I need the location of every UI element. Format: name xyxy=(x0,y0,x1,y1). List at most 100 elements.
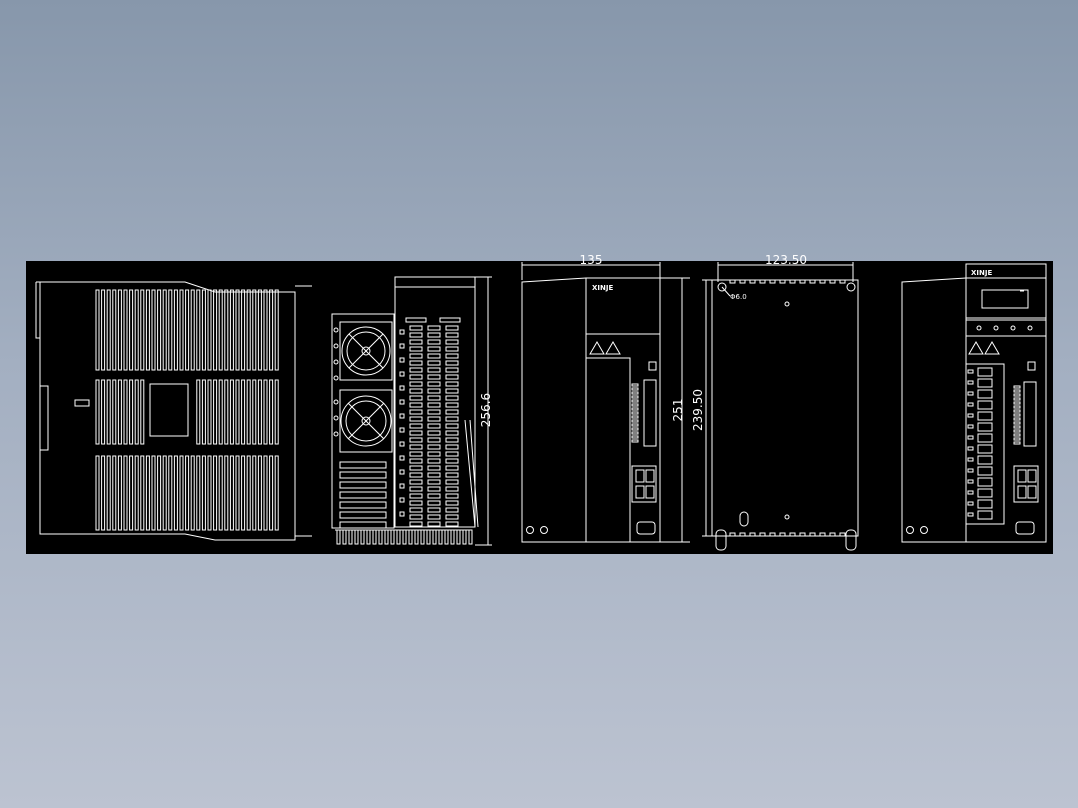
grid-cell xyxy=(409,430,423,436)
grid-cell xyxy=(427,451,441,457)
vent-slot xyxy=(257,379,262,445)
panel-connector-pins xyxy=(1013,385,1021,445)
vent-slot xyxy=(257,455,262,531)
grid-cell xyxy=(427,507,441,513)
grid-dot xyxy=(399,343,405,349)
vent-slot xyxy=(140,379,145,445)
side-view: 256.6 xyxy=(331,276,493,546)
vent-slot xyxy=(274,379,279,445)
edge-tick xyxy=(839,279,846,284)
edge-tick xyxy=(819,532,826,537)
grid-cell xyxy=(427,409,441,415)
dim-width-front: 135 xyxy=(580,253,603,267)
grid-cell xyxy=(427,388,441,394)
vent-slot xyxy=(123,289,128,371)
vent-slot xyxy=(218,379,223,445)
pin xyxy=(1013,397,1021,401)
grid-cell xyxy=(445,458,459,464)
grid-cell xyxy=(445,493,459,499)
grid-cell xyxy=(427,423,441,429)
vent-slot xyxy=(112,289,117,371)
grid-cell xyxy=(427,367,441,373)
pin xyxy=(631,431,639,435)
vent-slot xyxy=(106,455,111,531)
terminal-slot xyxy=(977,389,993,399)
grid-cell xyxy=(409,339,423,345)
vent-slot xyxy=(252,455,257,531)
terminal-block xyxy=(967,367,993,520)
grid-cell xyxy=(445,402,459,408)
grid-cell xyxy=(445,479,459,485)
vent-slot xyxy=(207,379,212,445)
grid-cell xyxy=(445,388,459,394)
fin xyxy=(378,529,383,545)
grid-dot xyxy=(399,413,405,419)
grid-cell xyxy=(409,416,423,422)
terminal-slot xyxy=(977,488,993,498)
fin xyxy=(390,529,395,545)
edge-tick xyxy=(759,279,766,284)
vent-slot xyxy=(274,289,279,371)
terminal-slot xyxy=(977,444,993,454)
edge-tick xyxy=(779,532,786,537)
terminal-screw xyxy=(333,399,339,405)
grid-cell xyxy=(427,346,441,352)
vent-slot xyxy=(229,379,234,445)
grid-cell xyxy=(445,486,459,492)
grid-cell xyxy=(445,521,459,527)
pin xyxy=(1013,441,1021,445)
grid-cell xyxy=(409,409,423,415)
grid-dot xyxy=(399,385,405,391)
vent-slots xyxy=(95,289,279,531)
terminal-mark xyxy=(967,424,974,429)
grid-cell xyxy=(409,514,423,520)
pin xyxy=(1013,393,1021,397)
pin xyxy=(631,415,639,419)
vent-slot xyxy=(157,455,162,531)
edge-tick xyxy=(789,279,796,284)
vent-slot xyxy=(179,289,184,371)
grid-cell xyxy=(445,416,459,422)
terminal-mark xyxy=(967,413,974,418)
grid-cell xyxy=(409,507,423,513)
grid-cell xyxy=(427,402,441,408)
pin xyxy=(631,427,639,431)
terminal-slot xyxy=(977,367,993,377)
grid-cell xyxy=(409,486,423,492)
fin xyxy=(360,529,365,545)
grid-cell xyxy=(445,395,459,401)
grid-cell xyxy=(427,514,441,520)
grid-cell xyxy=(409,521,423,527)
vent-slot xyxy=(241,379,246,445)
grid-cell xyxy=(409,332,423,338)
terminal-mark xyxy=(967,380,974,385)
fin xyxy=(396,529,401,545)
fin xyxy=(402,529,407,545)
vent-slot xyxy=(252,289,257,371)
grid-cell xyxy=(427,521,441,527)
vent-slot xyxy=(112,379,117,445)
vent-slot xyxy=(235,289,240,371)
pin xyxy=(631,439,639,443)
grid-cell xyxy=(445,430,459,436)
vent-slot xyxy=(112,455,117,531)
grid-cell xyxy=(427,472,441,478)
grid-cell xyxy=(445,374,459,380)
vent-slot xyxy=(95,289,100,371)
terminal-mark xyxy=(967,435,974,440)
dim-width-back: 123.50 xyxy=(765,253,807,267)
vent-slot xyxy=(106,289,111,371)
terminal xyxy=(339,521,387,529)
vent-slot xyxy=(179,455,184,531)
grid-cell xyxy=(445,451,459,457)
vent-slot xyxy=(241,455,246,531)
grid-cell xyxy=(409,451,423,457)
grid-cell xyxy=(445,381,459,387)
fan-upper xyxy=(339,321,393,381)
terminal-mark xyxy=(967,391,974,396)
heatsink-fins xyxy=(335,529,473,545)
vent-slot xyxy=(269,379,274,445)
terminal-slot xyxy=(977,433,993,443)
grid-cell xyxy=(427,325,441,331)
vent-slot xyxy=(213,289,218,371)
